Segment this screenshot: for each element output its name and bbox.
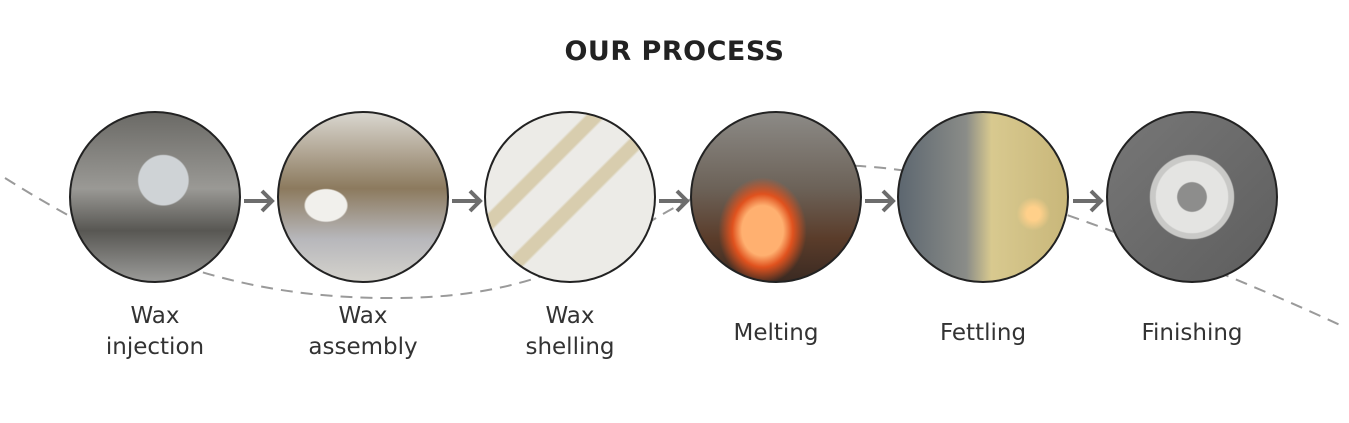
melting-photo xyxy=(690,111,862,283)
wax-assembly-photo xyxy=(277,111,449,283)
wax-shelling-photo xyxy=(484,111,656,283)
label-line: shelling xyxy=(525,334,615,360)
step-label: Fettling xyxy=(939,320,1027,346)
step-label: Finishing xyxy=(1141,320,1243,346)
step-fettling: Fettling xyxy=(897,111,1069,346)
label-line: Wax xyxy=(130,303,180,329)
arrow-right-icon xyxy=(452,189,483,213)
step-finishing: Finishing xyxy=(1106,111,1278,346)
wax-injection-photo xyxy=(69,111,241,283)
arrow-right-icon xyxy=(244,189,275,213)
step-label: Melting xyxy=(733,320,819,346)
fettling-photo xyxy=(897,111,1069,283)
step-melting: Melting xyxy=(690,111,862,346)
step-wax-injection: Wax injection xyxy=(69,111,241,360)
label-line: Wax xyxy=(338,303,388,329)
step-wax-shelling: Wax shelling xyxy=(484,111,656,360)
step-label: Wax injection xyxy=(39,301,271,363)
page-title: OUR PROCESS xyxy=(564,36,785,67)
label-line: assembly xyxy=(308,334,418,360)
step-label: Wax assembly xyxy=(247,301,479,363)
label-line: injection xyxy=(105,334,205,360)
arrow-right-icon xyxy=(659,189,690,213)
step-wax-assembly: Wax assembly xyxy=(277,111,449,360)
finishing-photo xyxy=(1106,111,1278,283)
step-label: Wax shelling xyxy=(454,301,686,363)
arrow-right-icon xyxy=(1073,189,1104,213)
arrow-right-icon xyxy=(865,189,896,213)
label-line: Wax xyxy=(545,303,595,329)
